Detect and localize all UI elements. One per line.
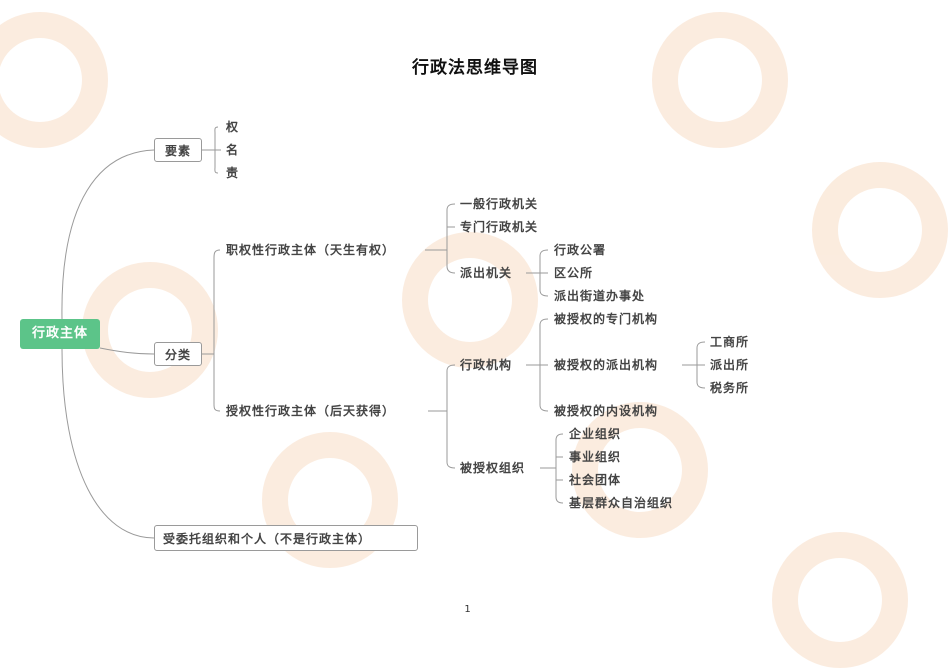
- node-enterprise-org: 企业组织: [569, 427, 622, 441]
- node-admin-agency: 行政机构: [460, 358, 513, 372]
- node-police-station: 派出所: [710, 358, 750, 372]
- node-authorized-internal-agency: 被授权的内设机构: [554, 404, 659, 418]
- element-item-power: 权: [226, 120, 240, 134]
- page-number: 1: [464, 604, 471, 615]
- element-item-responsibility: 责: [226, 166, 240, 180]
- node-functional-subject: 职权性行政主体（天生有权）: [226, 243, 396, 257]
- node-industry-commerce-office: 工商所: [710, 335, 750, 349]
- node-entrusted: 受委托组织和个人（不是行政主体）: [154, 525, 418, 551]
- node-subdistrict-office: 派出街道办事处: [554, 289, 646, 303]
- node-general-admin-organ: 一般行政机关: [460, 197, 539, 211]
- node-admin-office: 行政公署: [554, 243, 607, 257]
- node-tax-office: 税务所: [710, 381, 750, 395]
- element-item-name: 名: [226, 143, 240, 157]
- node-elements: 要素: [154, 138, 202, 162]
- root-node: 行政主体: [20, 319, 100, 349]
- node-social-group: 社会团体: [569, 473, 622, 487]
- node-authorized-subject: 授权性行政主体（后天获得）: [226, 404, 396, 418]
- node-district-office: 区公所: [554, 266, 594, 280]
- node-public-institution-org: 事业组织: [569, 450, 622, 464]
- node-grassroots-autonomy-org: 基层群众自治组织: [569, 496, 674, 510]
- node-authorized-dispatched-agency: 被授权的派出机构: [554, 358, 659, 372]
- node-classification: 分类: [154, 342, 202, 366]
- node-dispatched-organ: 派出机关: [460, 266, 513, 280]
- node-authorized-organization: 被授权组织: [460, 461, 526, 475]
- node-authorized-special-agency: 被授权的专门机构: [554, 312, 659, 326]
- node-special-admin-organ: 专门行政机关: [460, 220, 539, 234]
- page-title: 行政法思维导图: [412, 58, 538, 78]
